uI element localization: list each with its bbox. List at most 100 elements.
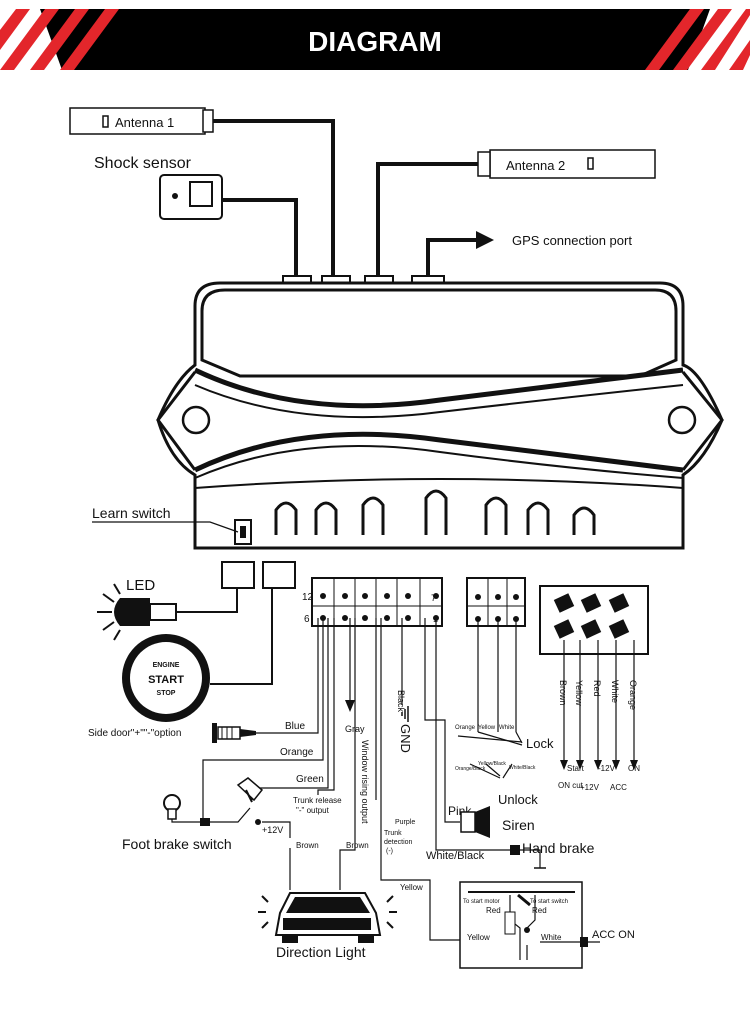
start-button-wire: [210, 588, 273, 685]
acc-on-label: ACC ON: [592, 929, 635, 941]
lock-wires: [457, 619, 523, 779]
brown-wire-2-label: Brown: [346, 841, 369, 850]
orange-wire: [202, 618, 324, 820]
ign-acc-label: ACC: [610, 783, 627, 792]
learn-switch-label: Learn switch: [92, 505, 171, 521]
shock-sensor-icon: [159, 174, 223, 220]
trunk-release-wire: [317, 618, 335, 795]
green-wire-label: Green: [296, 774, 324, 785]
learn-switch-leader: [92, 521, 239, 533]
acc-connector: [580, 937, 588, 947]
antenna-2-wire: [376, 162, 478, 278]
relay-red-right-label: Red: [532, 906, 547, 915]
blue-wire: [256, 618, 319, 734]
start-button-line3: STOP: [157, 690, 176, 697]
siren-label: Siren: [502, 817, 535, 833]
hand-brake-icon: [510, 845, 546, 869]
side-door-label: Side door"+""-"option: [88, 728, 181, 739]
engine-start-button: ENGINE START STOP: [122, 634, 210, 722]
ign-red-label: Red: [592, 680, 602, 697]
brown-wire-2: [339, 835, 356, 890]
brown-wire-1-label: Brown: [296, 841, 319, 850]
direction-light-label: Direction Light: [276, 944, 366, 960]
hand-brake-label: Hand brake: [522, 840, 595, 856]
antenna-1: Antenna 1: [69, 107, 214, 135]
black-wire-label: Black: [396, 690, 406, 713]
ign-orange-label: Orange: [628, 680, 638, 710]
gnd-label: GND: [398, 724, 413, 753]
brake-pedal-icon: [163, 777, 291, 838]
trunk-detect-label-1: Trunk: [384, 830, 402, 837]
ign-on-cut-label: ON cut: [558, 781, 584, 790]
gps-wire: [426, 238, 478, 278]
lock-white-label: White: [499, 725, 515, 731]
left-stripes: [0, 9, 119, 70]
pink-wire: [424, 618, 460, 823]
siren-icon: [460, 806, 490, 838]
shock-sensor-label: Shock sensor: [94, 155, 192, 172]
relay-red-left-label: Red: [486, 906, 501, 915]
start-button-line2: START: [148, 674, 184, 686]
blue-wire-label: Blue: [285, 721, 305, 732]
start-relay: [459, 881, 583, 969]
pin-7-label: 7: [431, 593, 436, 603]
trunk-release-label-2: "-" output: [296, 806, 330, 815]
led-wire: [176, 588, 238, 613]
ign-on-label: ON: [628, 764, 640, 773]
trunk-detect-label-3: (-): [386, 848, 393, 855]
gray-arrow-icon: [345, 700, 355, 712]
alarm-main-unit: [156, 281, 724, 550]
lock-orange-label: Orange: [455, 725, 476, 731]
window-wire-label: Window rising output: [360, 740, 370, 824]
green-wire: [251, 618, 329, 800]
led-icon: [97, 583, 177, 641]
unlock-label: Unlock: [498, 792, 538, 807]
lock-label: Lock: [526, 736, 554, 751]
pin-6-label: 6: [304, 614, 310, 625]
antenna-1-label: Antenna 1: [115, 115, 174, 130]
gps-arrow-icon: [476, 231, 494, 249]
shock-sensor-wire: [222, 198, 298, 278]
ign-minus12-label: -12V: [598, 764, 616, 773]
ign-yellow-label: Yellow: [574, 680, 584, 706]
ground-icon: [401, 706, 409, 722]
lock-yellow-label: Yellow: [478, 725, 496, 731]
pin-12-label: 12: [302, 592, 314, 603]
relay-white-label: White: [541, 933, 562, 942]
ign-plus12-label: +12V: [580, 783, 600, 792]
unlock-white-black-label: White/Black: [509, 765, 536, 771]
car-front-icon: [258, 892, 397, 943]
header-bar: [40, 9, 710, 70]
white-black-label: White/Black: [426, 850, 485, 862]
header-banner: DIAGRAM: [0, 9, 750, 70]
unlock-yellow-black-label: Yellow/Black: [478, 761, 506, 767]
yellow-mid-label: Yellow: [400, 883, 423, 892]
antenna-1-wire: [213, 119, 335, 278]
start-button-line1: ENGINE: [153, 662, 180, 669]
bottom-connectors: [221, 561, 649, 655]
ignition-plug-pins: [553, 593, 630, 639]
plus12-left-label: +12V: [262, 825, 283, 835]
gps-port-label: GPS connection port: [512, 233, 632, 248]
purple-wire-label: Purple: [395, 819, 415, 826]
orange-wire-label: Orange: [280, 747, 314, 758]
hand-brake-wire: [435, 618, 510, 851]
right-stripes: [645, 9, 750, 70]
ign-white-label: White: [610, 680, 620, 703]
relay-right-label: To start switch: [530, 899, 568, 905]
relay-yellow-label: Yellow: [467, 933, 490, 942]
foot-brake-label: Foot brake switch: [122, 836, 232, 852]
door-switch-icon: [212, 723, 256, 743]
ignition-arrows: [560, 760, 638, 770]
yellow-wire: [380, 618, 462, 941]
header-title: DIAGRAM: [308, 26, 442, 57]
ign-brown-label: Brown: [558, 680, 568, 706]
ign-start-label: Start: [567, 764, 585, 773]
antenna-2-label: Antenna 2: [506, 158, 565, 173]
trunk-detect-label-2: detection: [384, 839, 413, 846]
ignition-wires: [563, 640, 635, 760]
trunk-release-label-1: Trunk release: [293, 796, 342, 805]
led-label: LED: [126, 577, 155, 594]
antenna-2: Antenna 2: [477, 149, 656, 179]
